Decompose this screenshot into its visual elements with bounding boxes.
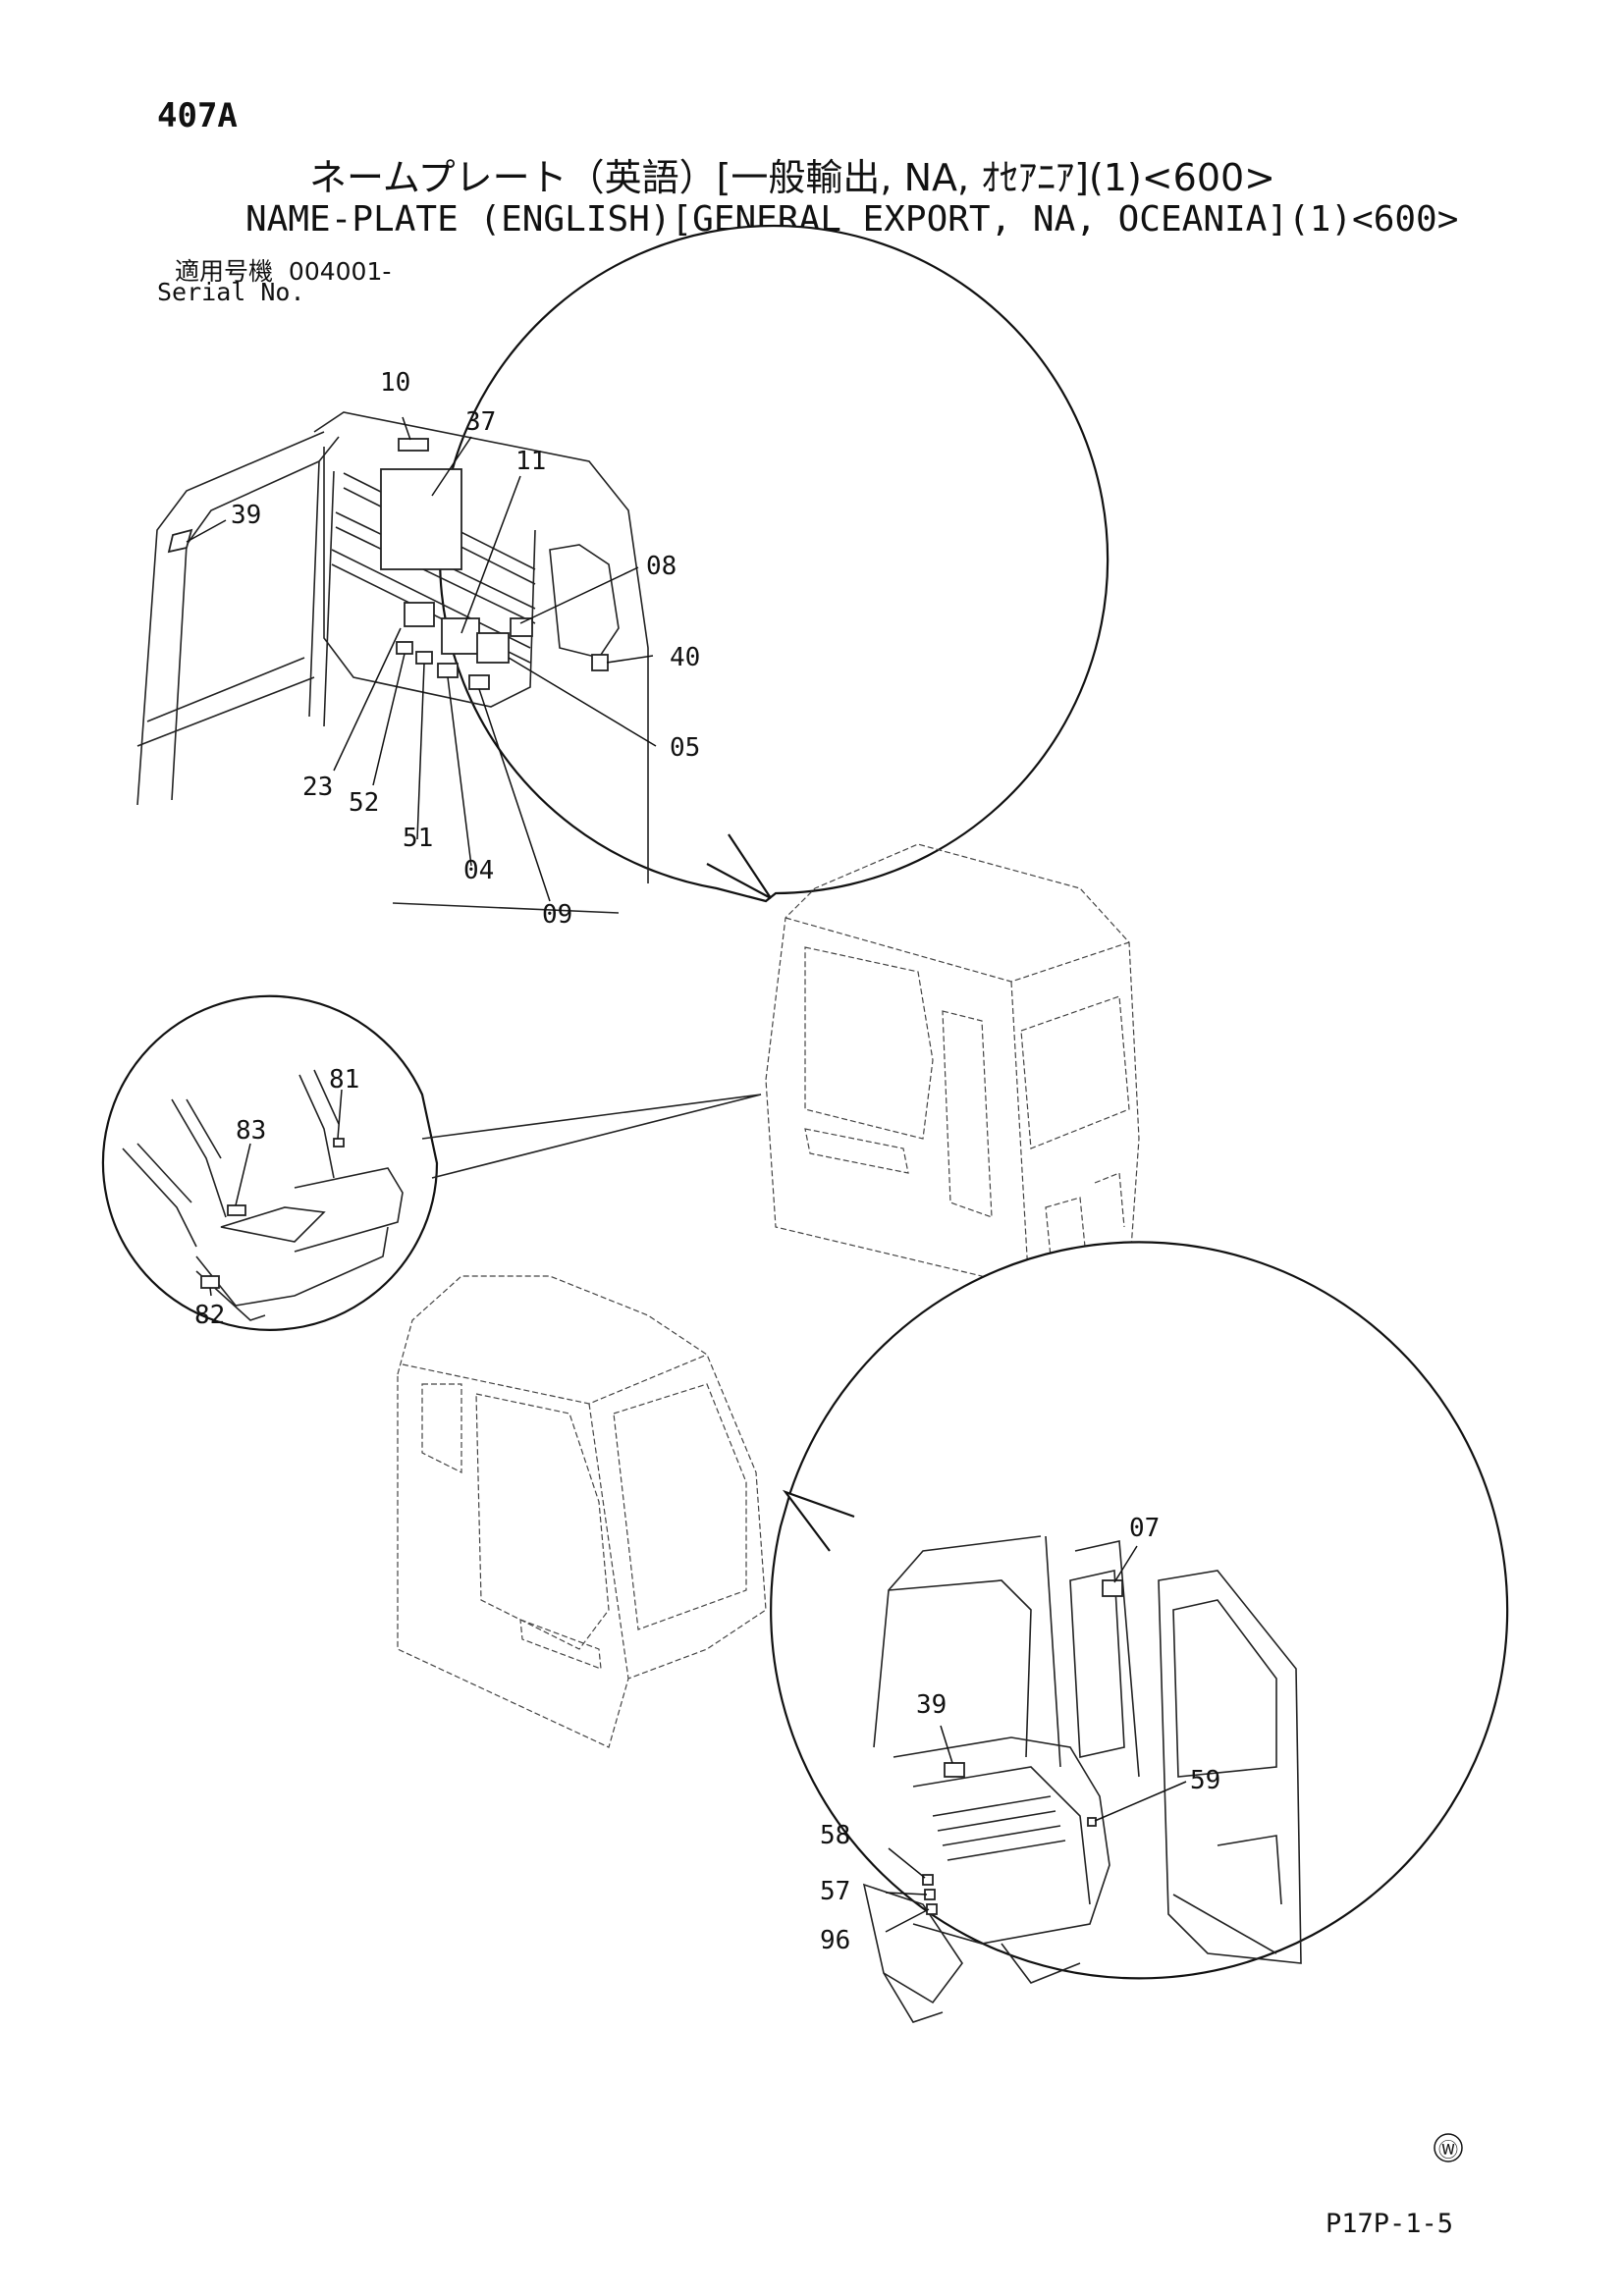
plate-58 xyxy=(922,1874,934,1886)
console-lines xyxy=(122,1069,404,1321)
serial-line-japanese: 適用号機 004001- xyxy=(175,252,391,288)
name-plates-bottom xyxy=(922,1579,1123,1915)
page-code: 407A xyxy=(157,96,238,135)
plate-82 xyxy=(200,1275,220,1289)
leader-lines-console xyxy=(209,1089,343,1297)
callout-23: 23 xyxy=(302,773,333,802)
detail-balloon-console xyxy=(101,994,762,1331)
plate-40 xyxy=(591,654,609,671)
title-japanese: ネームプレート（英語）[一般輸出, NA, ｵｾｱﾆｱ](1)<600> xyxy=(309,156,1276,199)
plate-11 xyxy=(441,617,480,655)
plate-52 xyxy=(396,641,413,655)
callout-08: 08 xyxy=(646,552,677,581)
watermark-mark: Ⓦ xyxy=(1434,2133,1463,2163)
callout-07: 07 xyxy=(1129,1514,1160,1543)
plate-10 xyxy=(398,438,429,452)
callout-04: 04 xyxy=(463,856,494,885)
plate-51 xyxy=(415,651,433,665)
callout-10: 10 xyxy=(380,368,410,398)
callout-09: 09 xyxy=(542,900,572,930)
callouts-top: 10 37 11 39 08 40 05 23 52 51 04 09 xyxy=(231,368,700,930)
title-english: NAME-PLATE (ENGLISH)[GENERAL EXPORT, NA,… xyxy=(245,199,1459,240)
cab-panel-lines xyxy=(136,411,649,914)
callout-83: 83 xyxy=(236,1116,266,1146)
plate-09 xyxy=(468,674,490,690)
detail-balloon-top xyxy=(439,224,1110,903)
leader-lines-top xyxy=(186,416,657,902)
callout-05: 05 xyxy=(670,733,700,763)
page-reference: P17P-1-5 xyxy=(1326,2209,1454,2239)
callout-39-interior: 39 xyxy=(916,1690,947,1720)
callouts-console: 81 83 82 xyxy=(194,1065,359,1330)
callout-96: 96 xyxy=(820,1926,850,1955)
plate-96 xyxy=(926,1903,938,1915)
plate-81 xyxy=(333,1138,345,1148)
serial-value: 004001- xyxy=(288,257,392,286)
plate-05 xyxy=(476,632,510,664)
callout-58: 58 xyxy=(820,1821,850,1850)
watermark-symbol: Ⓦ xyxy=(1438,2138,1458,2162)
serial-label-jp: 適用号機 xyxy=(175,257,274,286)
callout-51: 51 xyxy=(403,824,433,853)
plate-04 xyxy=(437,663,459,678)
plate-39 xyxy=(167,528,193,554)
callout-57: 57 xyxy=(820,1877,850,1906)
callout-59: 59 xyxy=(1190,1766,1220,1795)
plate-83 xyxy=(227,1204,246,1216)
callout-11: 11 xyxy=(515,447,546,476)
callout-40: 40 xyxy=(670,643,700,672)
plate-07 xyxy=(1102,1579,1123,1597)
serial-label-english: Serial No. xyxy=(157,278,305,306)
plate-08 xyxy=(510,617,533,637)
cab-exterior-upper xyxy=(765,843,1140,1326)
detail-balloon-bottom xyxy=(770,1241,1509,1980)
callout-39: 39 xyxy=(231,501,261,530)
callout-82: 82 xyxy=(194,1301,225,1330)
cab-interior-lines xyxy=(862,1535,1302,2023)
plate-39-interior xyxy=(944,1762,965,1778)
callout-37: 37 xyxy=(465,407,496,437)
name-plates-top xyxy=(167,438,609,690)
callout-52: 52 xyxy=(349,788,379,818)
plate-37 xyxy=(380,468,462,570)
cab-exterior-lower xyxy=(397,1275,767,1748)
leader-lines-bottom xyxy=(885,1545,1187,1933)
plate-59 xyxy=(1087,1817,1097,1827)
callout-81: 81 xyxy=(329,1065,359,1095)
callouts-bottom: 07 39 59 58 57 96 xyxy=(820,1514,1220,1955)
plate-23 xyxy=(404,602,435,627)
